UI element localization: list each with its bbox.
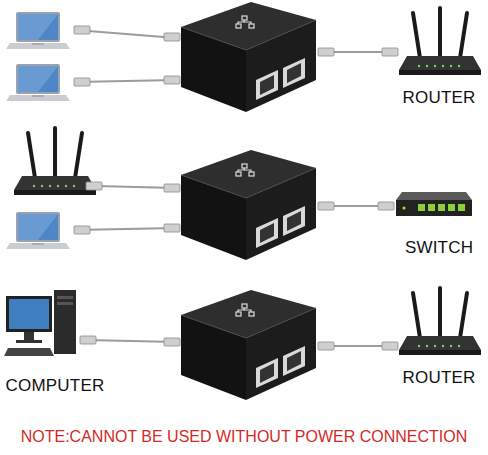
cable [74,182,394,234]
switch-icon [396,192,472,216]
computer-node: COMPUTER [0,284,110,396]
splitter-device [181,150,316,260]
router-icon [399,288,481,355]
cable [80,336,398,350]
device-label: ROUTER [403,368,476,388]
router-node: ROUTER [392,4,486,108]
laptop-icon [6,12,70,49]
switch-node: SWITCH [392,186,486,258]
router-icon [399,8,481,75]
device-label: SWITCH [405,238,473,258]
router-node: ROUTER [392,284,486,388]
computer-icon [4,290,76,356]
warning-note: NOTE:CANNOT BE USED WITHOUT POWER CONNEC… [21,428,468,445]
note-line: NOTE:CANNOT BE USED WITHOUT POWER CONNEC… [0,427,488,447]
device-label: COMPUTER [6,376,105,396]
cable [74,26,398,86]
splitter-device [181,290,316,400]
device-label: ROUTER [403,88,476,108]
laptop-icon [6,212,70,249]
splitter-device [181,2,316,112]
router-icon [14,128,96,195]
laptop-icon [6,64,70,101]
